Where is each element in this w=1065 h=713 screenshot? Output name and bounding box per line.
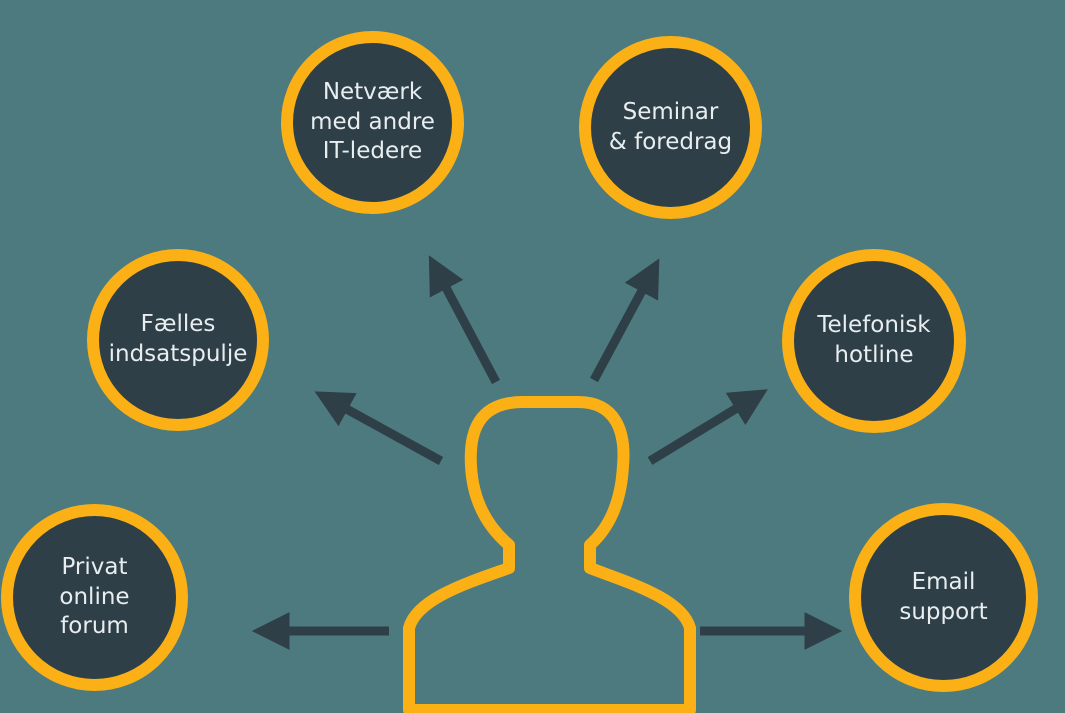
node-telefonisk-hotline: Telefonisk hotline xyxy=(782,249,966,433)
arrow-to-netvaerk xyxy=(428,255,500,385)
node-email-support: Email support xyxy=(849,503,1038,692)
node-privat-online-forum: Privat online forum xyxy=(1,504,188,691)
node-faelles-indsatspulje: Fælles indsatspulje xyxy=(87,249,269,431)
node-netvaerk-med-andre-it-ledere: Netværk med andre IT-ledere xyxy=(281,31,464,214)
arrow-to-seminar xyxy=(590,258,660,383)
arrow-to-faelles xyxy=(314,391,444,465)
person-silhouette-icon xyxy=(403,396,696,713)
arrow-to-telefon xyxy=(647,389,768,465)
node-seminar-og-foredrag: Seminar & foredrag xyxy=(579,36,762,219)
